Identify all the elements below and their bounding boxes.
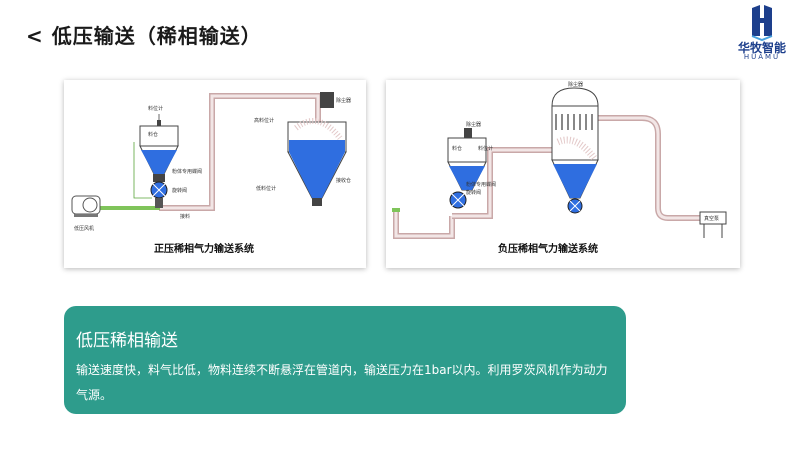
rotary-valve-right-icon (449, 191, 467, 209)
positive-pressure-svg: 料位计 料仓 粉体专用蝶阀 旋转阀 低压风机 接料 高料位计 除尘器 低料位计 … (71, 92, 351, 232)
negative-pressure-svg: 除尘器 除尘器 料位计 料仓 粉体专用蝶阀 旋转阀 真空泵 (392, 81, 727, 239)
label-level-meter: 料位计 (148, 105, 163, 112)
right-diagram-caption: 负压稀相气力输送系统 (498, 244, 598, 255)
page-title-text: 低压输送（稀相输送） (51, 24, 262, 48)
rotary-valve-icon (150, 174, 168, 208)
huamu-logo (750, 4, 774, 42)
label-high-level: 高料位计 (254, 117, 274, 124)
logo-name-cn: 华牧智能 (737, 41, 786, 55)
vacuum-pump-icon (699, 211, 727, 238)
logo-name-en: HUAMU (743, 53, 781, 61)
label-elbow: 接料 (180, 213, 190, 220)
label-dust-collector: 除尘器 (336, 97, 351, 104)
label-dust-collector-left: 除尘器 (466, 121, 481, 128)
blower-icon (71, 195, 101, 217)
left-diagram-caption: 正压稀相气力输送系统 (154, 244, 254, 255)
hopper-right (447, 128, 487, 191)
label-vacuum-pump: 真空泵 (704, 215, 719, 222)
hopper-left (139, 114, 179, 175)
positive-pressure-diagram: 料位计 料仓 粉体专用蝶阀 旋转阀 低压风机 接料 高料位计 除尘器 低料位计 … (64, 80, 366, 268)
label-dedicated-valve-right: 粉体专用蝶阀 (466, 181, 496, 188)
info-box: 低压稀相输送 输送速度快，料气比低，物料连续不断悬浮在管道内，输送压力在1bar… (64, 306, 626, 414)
label-dedicated-valve: 粉体专用蝶阀 (172, 168, 202, 175)
label-low-level: 低料位计 (256, 185, 276, 192)
blower-pipe (84, 206, 160, 210)
info-heading: 低压稀相输送 (76, 331, 178, 351)
label-rotary-valve-right: 旋转阀 (466, 189, 481, 196)
label-receiver: 接收仓 (336, 177, 351, 184)
label-hopper: 料仓 (148, 131, 158, 138)
info-body: 输送速度快，料气比低，物料连续不断悬浮在管道内，输送压力在1bar以内。利用罗茨… (76, 363, 608, 402)
label-hopper-right: 料仓 (452, 145, 462, 152)
label-rotary-valve: 旋转阀 (172, 187, 187, 194)
negative-pressure-diagram: 除尘器 除尘器 料位计 料仓 粉体专用蝶阀 旋转阀 真空泵 负压稀相气力输送系统 (386, 80, 740, 268)
separator-vessel (551, 87, 599, 214)
back-icon[interactable]: < (26, 24, 44, 48)
label-blower: 低压风机 (74, 225, 94, 232)
label-level-meter-right: 料位计 (478, 145, 493, 152)
label-dust-collector-top: 除尘器 (568, 81, 583, 88)
page-title: < 低压输送（稀相输送） (26, 20, 262, 49)
receiver-tank (287, 92, 347, 206)
